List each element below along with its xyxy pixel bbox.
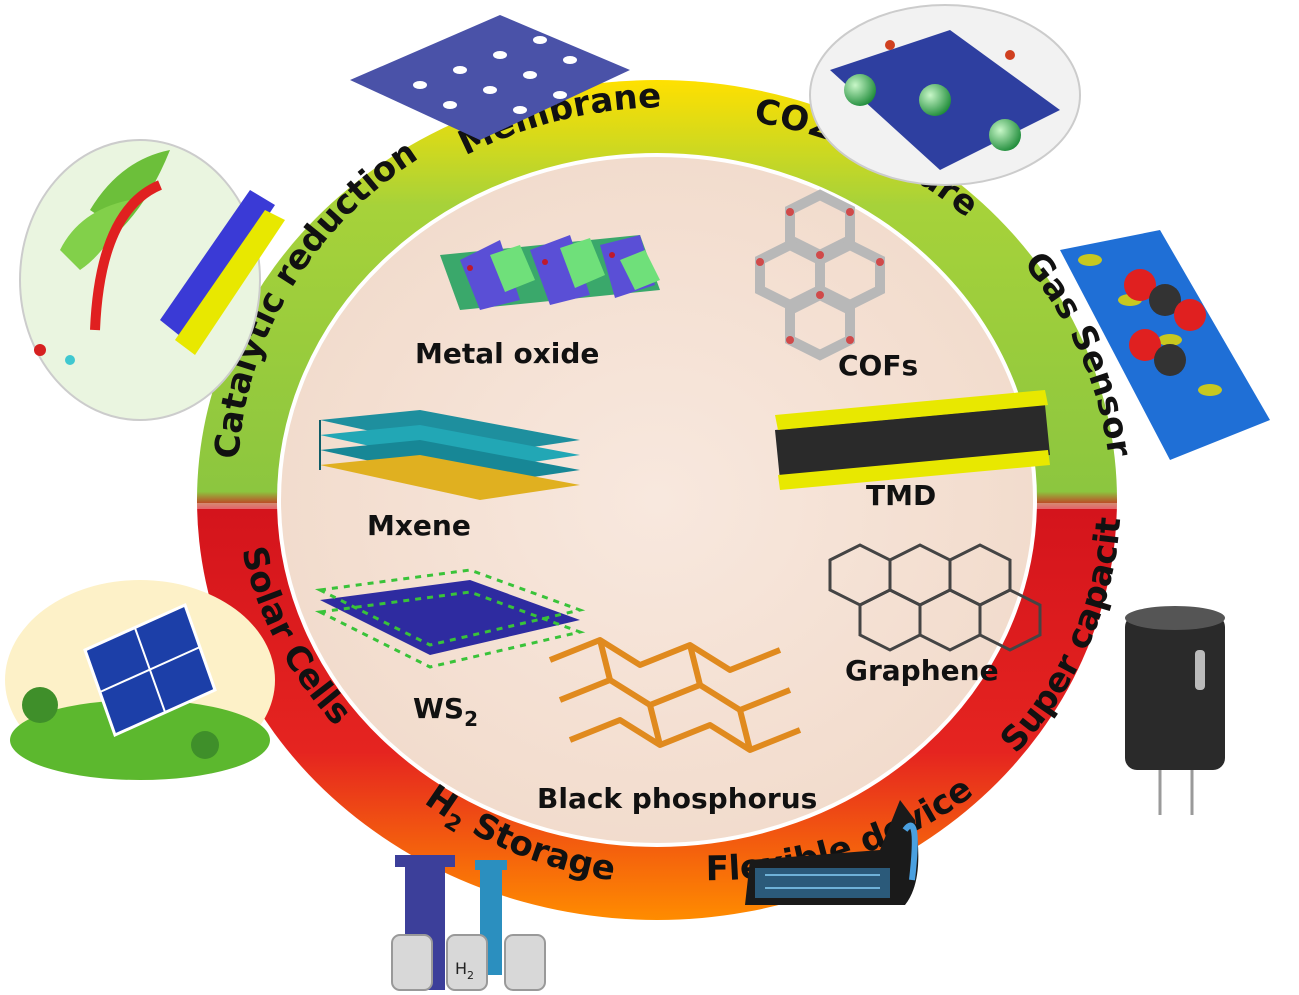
label-mxene: Mxene — [367, 509, 471, 542]
flexible-devices-illustration — [745, 800, 919, 905]
gas-sensor-illustration — [1060, 230, 1270, 460]
co2-capture-illustration — [809, 4, 1081, 186]
h2-tank-label: H2 — [455, 959, 474, 982]
ws2-structure — [314, 568, 586, 669]
h2-storage-illustration: H2 — [391, 855, 546, 991]
label-cofs: COFs — [838, 349, 918, 382]
label-metal-oxide: Metal oxide — [415, 337, 599, 370]
super-capacitor-illustration — [1125, 606, 1225, 815]
membrane-illustration — [350, 15, 630, 140]
metal-oxide-structure — [440, 235, 660, 310]
label-tmd: TMD — [866, 479, 936, 512]
mxene-structure — [319, 410, 580, 500]
catalytic-reduction-illustration — [19, 139, 285, 421]
label-ws2: WS2 — [413, 692, 478, 731]
tmd-structure — [775, 390, 1050, 490]
cofs-atoms — [756, 208, 884, 344]
label-black-phosphorus: Black phosphorus — [537, 782, 817, 815]
graphene-structure — [828, 543, 1042, 652]
label-graphene: Graphene — [845, 654, 999, 687]
black-phosphorus-structure — [548, 637, 802, 753]
solar-cells-illustration — [5, 580, 275, 780]
